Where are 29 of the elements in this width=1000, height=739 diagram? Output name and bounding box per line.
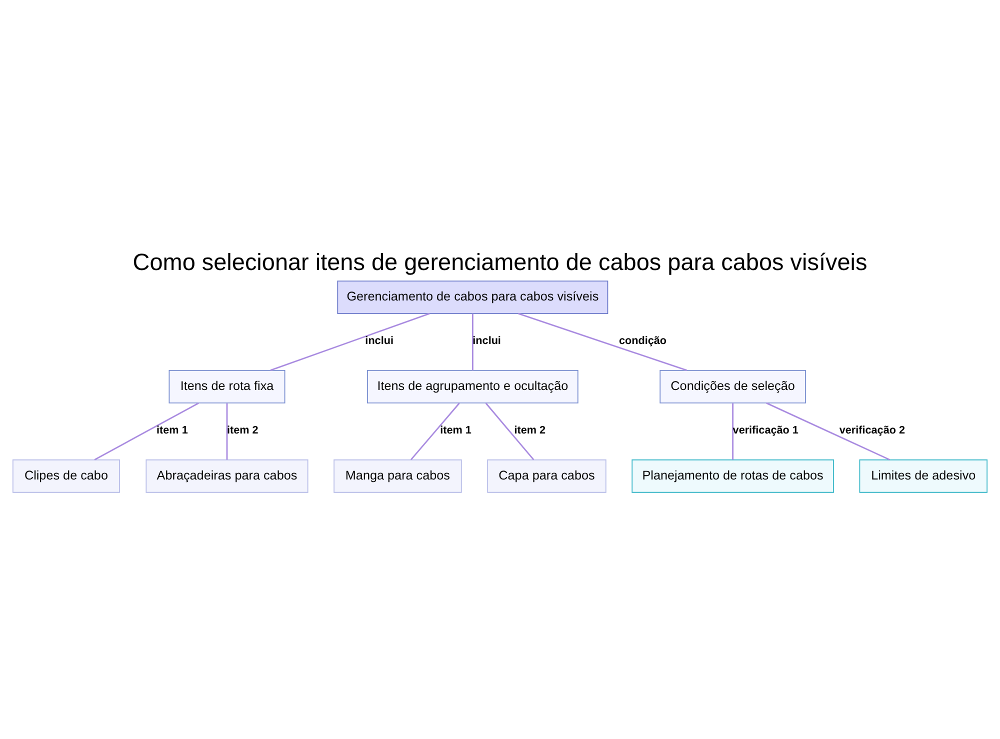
connector — [226, 402, 228, 460]
node-box: Gerenciamento de cabos para cabos visíveis — [337, 280, 608, 314]
node-box: Manga para cabos — [334, 458, 462, 492]
node-box: Limites de adesivo — [859, 458, 988, 492]
edge-label: condição — [619, 334, 667, 346]
connector — [410, 402, 460, 460]
edge-label: item 1 — [156, 424, 188, 436]
edge-label: verificação 1 — [732, 424, 798, 436]
node-box: Capa para cabos — [487, 458, 606, 492]
connector — [485, 402, 534, 460]
node-box: Abraçadeiras para cabos — [146, 458, 308, 492]
connector — [766, 402, 890, 460]
edge-label: inclui — [365, 334, 394, 346]
node-box: Planejamento de rotas de cabos — [632, 458, 834, 492]
node-box: Itens de rota fixa — [168, 370, 286, 403]
edge-label: item 2 — [514, 424, 546, 436]
node-box: Condições de seleção — [660, 370, 806, 403]
connector — [94, 402, 199, 460]
connector — [270, 312, 430, 370]
edge-label: inclui — [472, 334, 501, 346]
diagram-title: Como selecionar itens de gerenciamento de cabos para cabos visíveis — [132, 248, 868, 275]
connector — [472, 313, 474, 370]
edge-label: item 2 — [227, 424, 258, 436]
connector — [732, 402, 734, 460]
edge-label: verificação 2 — [839, 424, 906, 436]
connector — [518, 312, 688, 370]
node-box: Itens de agrupamento e ocultação — [367, 370, 578, 403]
node-box: Clipes de cabo — [12, 458, 120, 492]
edge-label: item 1 — [440, 424, 472, 436]
